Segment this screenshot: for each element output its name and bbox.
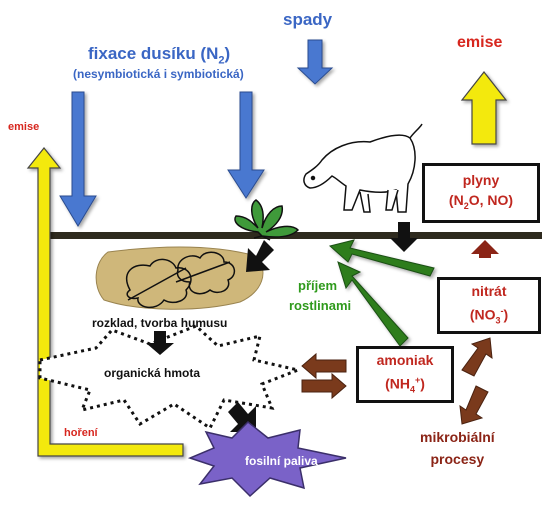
gases-box: plyny (N2O, NO) bbox=[422, 163, 540, 223]
microbial-line2: procesy bbox=[430, 451, 485, 467]
ammonium-formula: (NH4+) bbox=[385, 370, 425, 399]
reduction-arrow bbox=[459, 385, 489, 425]
fixation-arrow-left bbox=[59, 91, 97, 227]
nitrate-formula-sup: - bbox=[500, 305, 504, 316]
organic-matter-label: organická hmota bbox=[104, 366, 201, 380]
emission-label-right: emise bbox=[457, 34, 503, 51]
combustion-label: hoření bbox=[64, 427, 98, 439]
uptake-arrow-upper bbox=[328, 239, 435, 277]
plant-to-humus-arrow bbox=[246, 240, 274, 272]
microbial-processes-label: mikrobiální procesy bbox=[420, 426, 495, 470]
plant-uptake-label: příjem rostlinami bbox=[289, 276, 351, 316]
fossil-fuels-starburst bbox=[187, 420, 347, 498]
nitrate-formula-open: (NO bbox=[469, 306, 496, 323]
ammonium-to-organic-arrow bbox=[301, 352, 347, 380]
nitrate-formula: (NO3-) bbox=[470, 301, 508, 330]
nitrification-arrow bbox=[461, 337, 493, 377]
nitrate-formula-close: ) bbox=[503, 306, 509, 323]
fixation-close: ) bbox=[224, 44, 231, 63]
plant-uptake-line1: příjem bbox=[298, 278, 338, 293]
deposition-label: spady bbox=[283, 10, 333, 29]
ammonium-formula-sup: + bbox=[414, 374, 421, 385]
ground-line bbox=[40, 232, 542, 239]
fixation-note: (nesymbiotická i symbiotická) bbox=[73, 67, 244, 81]
organic-to-ammonium-arrow bbox=[301, 372, 347, 400]
plant-icon bbox=[234, 199, 300, 241]
gases-formula: (N2O, NO) bbox=[449, 190, 513, 216]
fixation-text: fixace dusíku (N bbox=[88, 44, 219, 63]
humus-to-organic-arrow bbox=[146, 331, 174, 355]
ammonium-formula-close: ) bbox=[420, 375, 425, 392]
uptake-arrow-lower bbox=[337, 261, 409, 347]
fixation-subscript: 2 bbox=[218, 54, 225, 67]
cow-to-ground-arrow bbox=[390, 222, 418, 252]
gases-formula-sub: 2 bbox=[463, 200, 469, 211]
combustion-emission-arrow bbox=[26, 147, 184, 457]
microbial-line1: mikrobiální bbox=[420, 429, 495, 445]
gases-title: plyny bbox=[462, 172, 500, 189]
ammonium-formula-sub: 4 bbox=[409, 384, 415, 395]
plant-uptake-line2: rostlinami bbox=[289, 298, 352, 313]
ammonium-formula-open: (NH bbox=[385, 375, 410, 392]
gases-formula-open: (N bbox=[448, 192, 464, 209]
emission-label-left: emise bbox=[8, 121, 40, 133]
ammonium-title: amoniak bbox=[376, 351, 434, 368]
gases-formula-rest: O, NO) bbox=[468, 192, 514, 209]
organic-matter-starburst bbox=[38, 324, 304, 431]
fossil-fuels-label: fosilní paliva bbox=[245, 454, 318, 468]
fixation-arrow-right bbox=[227, 91, 265, 199]
spady-arrow bbox=[296, 39, 334, 85]
nitrate-title: nitrát bbox=[471, 282, 507, 299]
nitrate-formula-sub: 3 bbox=[495, 315, 501, 326]
nitrate-to-gas-arrow bbox=[471, 240, 499, 258]
nitrate-box: nitrát (NO3-) bbox=[437, 277, 541, 334]
cow-icon bbox=[303, 123, 423, 213]
nitrogen-fixation-label: fixace dusíku (N2) bbox=[88, 44, 230, 66]
leaf-litter-icon bbox=[125, 251, 236, 309]
gas-emission-arrow bbox=[460, 71, 508, 145]
ammonium-box: amoniak (NH4+) bbox=[356, 346, 454, 403]
decomposition-label: rozklad, tvorba humusu bbox=[92, 316, 228, 330]
